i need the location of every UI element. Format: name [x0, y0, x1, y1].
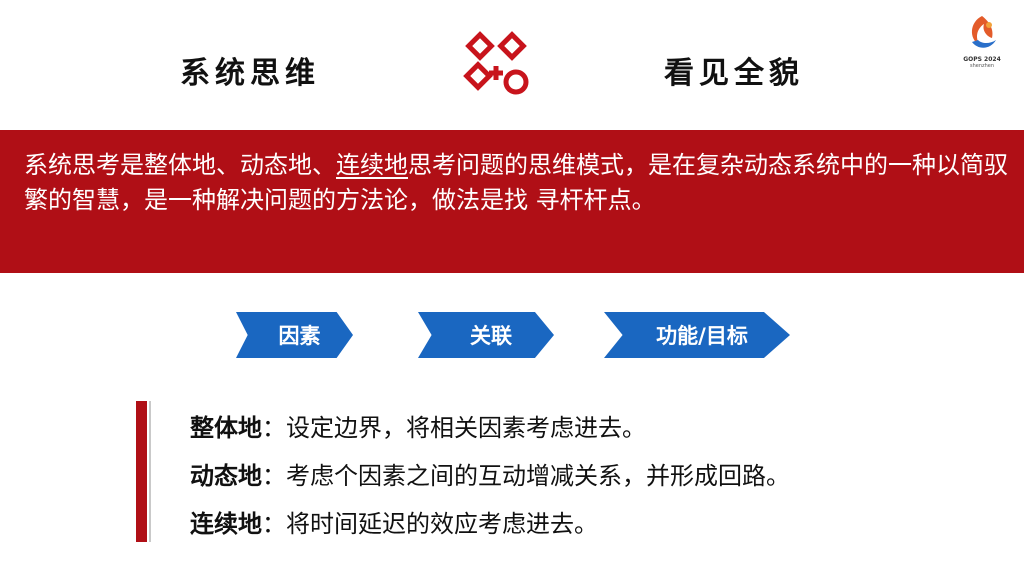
arrow-label: 关联	[470, 324, 512, 348]
header-left-title: 系统思维	[180, 56, 320, 91]
banner-text: 系统思考是整体地、动态地、连续地思考问题的思维模式，是在复杂动态系统中的一种以简…	[24, 148, 1009, 218]
arrow-label: 因素	[278, 324, 321, 348]
diamond-link-logo-icon	[463, 31, 529, 95]
arrow-factors: 因素	[236, 312, 353, 358]
banner-text-part2: 思考问题的思维模式，是在复杂动态系统中的一种以简驭繁的智慧，是一种解决问题的方法…	[24, 151, 1008, 214]
definition-list: 整体地：设定边界，将相关因素考虑进去。 动态地：考虑个因素之间的互动增减关系，并…	[190, 404, 790, 548]
definition-desc: 考虑个因素之间的互动增减关系，并形成回路。	[286, 462, 790, 490]
arrow-label: 功能/目标	[656, 324, 748, 348]
arrow-function-goal: 功能/目标	[604, 312, 790, 358]
flame-logo-icon	[971, 16, 996, 48]
banner-text-part1: 系统思考是整体地、动态地、	[24, 151, 336, 179]
definition-sep: ：	[262, 462, 286, 490]
gops-logo: GOPS 2024 shenzhen	[954, 12, 1010, 74]
definition-banner: 系统思考是整体地、动态地、连续地思考问题的思维模式，是在复杂动态系统中的一种以简…	[0, 130, 1024, 273]
logo-line2: shenzhen	[969, 63, 995, 69]
accent-bar	[136, 401, 147, 542]
header-right-title: 看见全貌	[664, 56, 804, 91]
definition-sep: ：	[262, 414, 286, 442]
definition-term: 整体地	[190, 414, 262, 442]
definition-desc: 将时间延迟的效应考虑进去。	[286, 510, 598, 538]
logo-line1: GOPS 2024	[963, 56, 1001, 63]
accent-bar-line	[149, 401, 151, 542]
banner-text-underlined: 连续地	[336, 151, 408, 179]
definition-row: 动态地：考虑个因素之间的互动增减关系，并形成回路。	[190, 452, 790, 500]
definition-desc: 设定边界，将相关因素考虑进去。	[286, 414, 646, 442]
arrow-relations: 关联	[418, 312, 554, 358]
definition-term: 连续地	[190, 510, 262, 538]
definition-term: 动态地	[190, 462, 262, 490]
definition-row: 连续地：将时间延迟的效应考虑进去。	[190, 500, 790, 548]
definition-sep: ：	[262, 510, 286, 538]
definition-row: 整体地：设定边界，将相关因素考虑进去。	[190, 404, 790, 452]
